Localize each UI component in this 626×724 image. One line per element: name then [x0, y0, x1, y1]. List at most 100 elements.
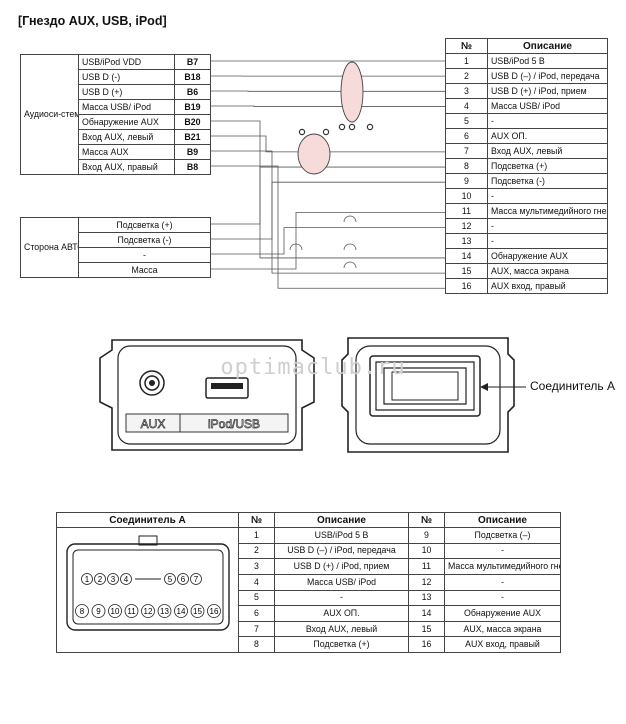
pin-description: AUX вход, правый: [444, 636, 561, 653]
pin-number: 15: [445, 263, 488, 279]
site-watermark: optimaclub.ru: [220, 355, 405, 380]
pin-number: 6: [238, 605, 275, 622]
pin-number: 2: [445, 68, 488, 84]
pin-code: B6: [174, 84, 211, 100]
connector-pin: [190, 604, 205, 618]
connector-pin: [190, 573, 202, 585]
pin-description: Подсветка (–): [444, 527, 561, 544]
pin-description: -: [444, 573, 561, 591]
wire-crossing: [343, 215, 357, 223]
pin-description: Масса USB/ iPod: [487, 98, 608, 114]
pin-description: Обнаружение AUX: [487, 248, 608, 264]
table-row: 13-: [445, 233, 608, 249]
connector-pin: [164, 573, 176, 585]
connector-pin-label: 8: [80, 607, 85, 616]
pin-description: -: [487, 188, 608, 204]
signal-name: -: [78, 247, 211, 263]
header-connector: Соединитель А: [56, 512, 239, 528]
aux-jack-icon: [139, 370, 165, 396]
pin-number: 7: [445, 143, 488, 159]
table-header-row: Соединитель А № Описание № Описание: [56, 512, 561, 528]
pin-number: 8: [238, 636, 275, 653]
connector-pin: [94, 573, 106, 585]
usb-port-icon: [205, 377, 249, 399]
pin-number: 5: [445, 113, 488, 129]
connector-pin-label: 15: [193, 607, 202, 616]
splice-point: [322, 128, 330, 136]
connector-pin: [207, 604, 221, 618]
wire: [210, 212, 445, 270]
pin-number: 12: [408, 573, 445, 591]
signal-name: Масса: [78, 262, 211, 278]
page-title: [Гнездо AUX, USB, iPod]: [18, 14, 167, 28]
pin-description: Вход AUX, левый: [487, 143, 608, 159]
signal-name: USB D (-): [78, 69, 175, 85]
pin-description: AUX вход, правый: [487, 278, 608, 294]
pin-number: 8: [445, 158, 488, 174]
audio-system-label: Аудиоси-стема: [20, 54, 79, 175]
connector-pin-label: 14: [177, 607, 186, 616]
connector-pin: [174, 604, 188, 618]
table-row: 5-: [445, 113, 608, 129]
connector-pin: [108, 604, 122, 618]
connector-pin-label: 6: [181, 575, 186, 584]
connector-pin-label: 12: [144, 607, 153, 616]
table-row: 10-: [445, 188, 608, 204]
pin-number: 4: [445, 98, 488, 114]
pin-code: B7: [174, 54, 211, 70]
signal-name: Подсветка (-): [78, 232, 211, 248]
table-row: Сторона АВТОМ.Подсветка (+): [20, 217, 211, 278]
connector-pin-label: 3: [111, 575, 116, 584]
wire-crossing: [343, 261, 357, 269]
signal-name: Масса USB/ iPod: [78, 99, 175, 115]
pin-number: 7: [238, 620, 275, 638]
pin-number: 9: [408, 527, 445, 544]
pin-number: 10: [408, 542, 445, 560]
signal-name: Вход AUX, правый: [78, 159, 175, 175]
pin-code: B21: [174, 129, 211, 145]
header-description: Описание: [444, 512, 561, 528]
pin-description: Вход AUX, левый: [274, 620, 409, 638]
header-number: №: [238, 512, 275, 528]
pin-number: 3: [238, 558, 275, 575]
connector-pin-label: 11: [127, 607, 136, 616]
pin-description: Подсветка (+): [274, 636, 409, 653]
pin-description: USB/iPod 5 В: [487, 53, 608, 69]
pin-number: 12: [445, 218, 488, 234]
pin-number: 6: [445, 128, 488, 144]
connector-pin: [177, 573, 189, 585]
pin-description: Масса мультимедийного гнезда: [444, 558, 561, 575]
signal-name: Подсветка (+): [78, 217, 211, 233]
splice-point: [348, 123, 356, 131]
pin-description: Подсветка (+): [487, 158, 608, 174]
connector-pin: [81, 573, 93, 585]
signal-name: Вход AUX, левый: [78, 129, 175, 145]
usb-port-label: iPod/USB: [208, 417, 260, 431]
pin-number: 5: [238, 589, 275, 607]
pin-number: 16: [408, 636, 445, 653]
connector-pin-label: 1: [85, 575, 90, 584]
pin-number: 4: [238, 573, 275, 591]
pin-number: 3: [445, 83, 488, 99]
wire: [210, 150, 445, 274]
pin-number: 13: [408, 589, 445, 607]
pin-description: -: [274, 589, 409, 607]
pin-description: USB/iPod 5 В: [274, 527, 409, 544]
vehicle-side-table: Сторона АВТОМ.Подсветка (+)Подсветка (-)…: [20, 217, 211, 278]
splice-point: [338, 123, 346, 131]
table-row: Масса: [21, 262, 211, 278]
connector-pin: [120, 573, 132, 585]
connector-pin: [141, 604, 155, 618]
pin-number: 14: [408, 605, 445, 622]
